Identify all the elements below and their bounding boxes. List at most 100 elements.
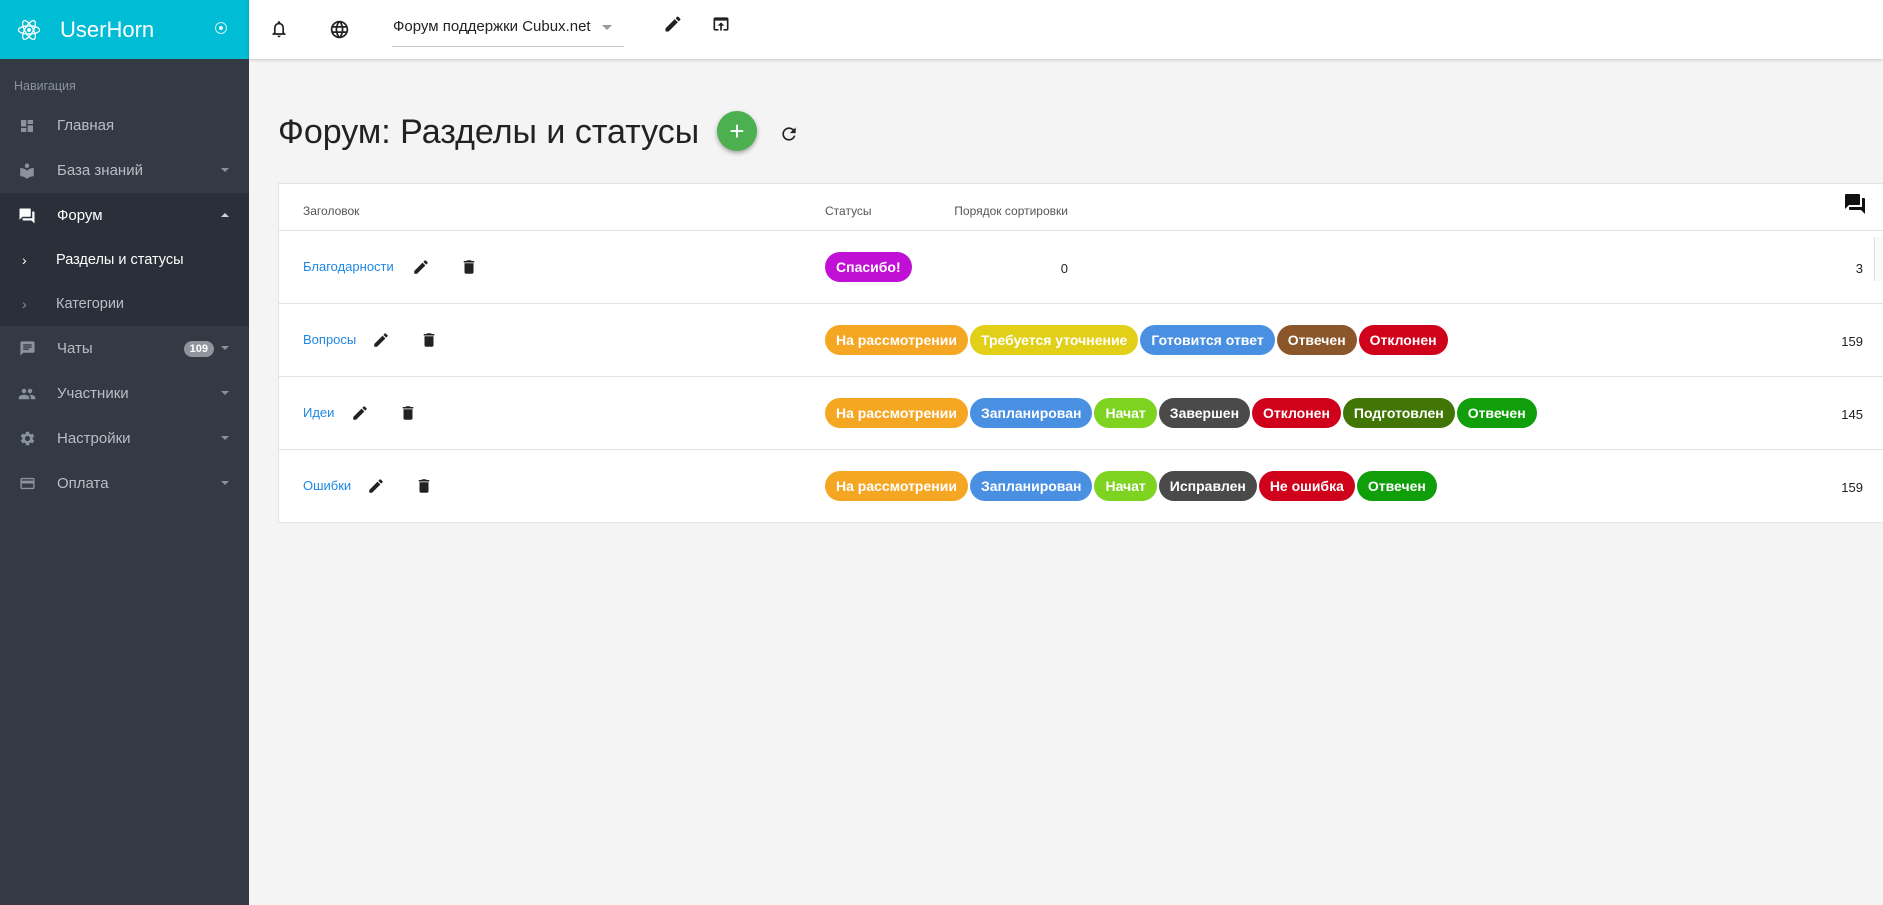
status-chip[interactable]: Начат: [1094, 398, 1157, 428]
credit-card-icon: [18, 475, 36, 493]
edit-icon[interactable]: [409, 255, 433, 279]
topics-icon: [1845, 194, 1865, 214]
chevron-right-icon: ›: [22, 296, 27, 312]
delete-icon[interactable]: [396, 401, 420, 425]
sidebar-item-label: Оплата: [57, 475, 109, 492]
people-icon: [18, 385, 36, 403]
sidebar-subitem-label: Категории: [56, 296, 125, 312]
section-name-link[interactable]: Ошибки: [303, 478, 352, 493]
edit-icon[interactable]: [369, 328, 393, 352]
refresh-icon[interactable]: [778, 123, 800, 145]
sidebar-item-label: Участники: [57, 385, 129, 402]
status-chip[interactable]: Требуется уточнение: [969, 325, 1139, 355]
column-header-title[interactable]: Заголовок: [303, 204, 360, 218]
edit-icon[interactable]: [364, 474, 388, 498]
status-chip[interactable]: Исправлен: [1158, 471, 1257, 501]
chevron-right-icon: ›: [22, 252, 27, 268]
topic-count: 159: [1841, 334, 1863, 349]
sidebar-item-home[interactable]: Главная: [0, 103, 249, 148]
topic-count: 145: [1841, 407, 1863, 422]
section-name-link[interactable]: Вопросы: [303, 332, 357, 347]
sidebar-item-knowledge-base[interactable]: База знаний: [0, 148, 249, 193]
chevron-down-icon: [221, 481, 229, 485]
sidebar-subitem-sections-statuses[interactable]: › Разделы и статусы: [0, 238, 249, 282]
chevron-down-icon: [221, 391, 229, 395]
topic-count: 3: [1855, 261, 1863, 276]
book-icon: [18, 162, 36, 180]
add-section-button[interactable]: +: [717, 111, 757, 151]
sidebar-item-forum[interactable]: Форум: [0, 193, 249, 238]
dropdown-arrow-icon: [602, 25, 612, 30]
status-chip[interactable]: Отклонен: [1252, 398, 1341, 428]
gear-icon: [18, 430, 36, 448]
scrollbar[interactable]: [1874, 237, 1883, 281]
brand-header: UserHorn: [0, 0, 249, 59]
status-chip[interactable]: Готовится ответ: [1140, 325, 1275, 355]
status-chip[interactable]: На рассмотрении: [825, 398, 968, 428]
sidebar-subitem-categories[interactable]: › Категории: [0, 282, 249, 326]
sidebar-item-label: Форум: [57, 207, 103, 224]
sidebar-item-label: Главная: [57, 117, 115, 134]
status-chip[interactable]: Отклонен: [1358, 325, 1448, 355]
sidebar-item-chats[interactable]: Чаты 109: [0, 326, 249, 371]
edit-icon[interactable]: [348, 401, 372, 425]
sidebar-subitem-label: Разделы и статусы: [56, 252, 184, 268]
section-name-link[interactable]: Благодарности: [303, 259, 394, 274]
delete-icon[interactable]: [457, 255, 481, 279]
status-chip[interactable]: Отвечен: [1356, 471, 1437, 501]
column-header-order[interactable]: Порядок сортировки: [954, 204, 1068, 218]
status-chips: На рассмотрении Запланирован Начат Завер…: [825, 398, 1539, 428]
open-external-icon[interactable]: [709, 12, 733, 36]
dashboard-icon: [18, 117, 36, 135]
status-chips: На рассмотрении Запланирован Начат Испра…: [825, 471, 1439, 501]
table-row: Благодарности 0 Спасибо! 3: [279, 231, 1883, 304]
status-chips: На рассмотрении Требуется уточнение Гото…: [825, 325, 1450, 355]
sidebar-toggle-icon[interactable]: [215, 22, 227, 34]
status-chip[interactable]: Отвечен: [1276, 325, 1357, 355]
chats-count-badge: 109: [183, 341, 214, 357]
delete-icon[interactable]: [412, 474, 436, 498]
table-row: Вопросы 0 На рассмотрении Требуется уточ…: [279, 304, 1883, 377]
chevron-up-icon: [221, 213, 229, 217]
status-chips: Спасибо!: [825, 252, 914, 282]
status-chip[interactable]: Запланирован: [969, 398, 1093, 428]
sidebar-item-settings[interactable]: Настройки: [0, 416, 249, 461]
status-chip[interactable]: Завершен: [1158, 398, 1251, 428]
react-logo-icon: [17, 19, 41, 40]
status-chip[interactable]: На рассмотрении: [825, 325, 968, 355]
status-chip[interactable]: Подготовлен: [1342, 398, 1455, 428]
sidebar-item-label: Чаты: [57, 340, 93, 357]
plus-icon: +: [729, 116, 745, 146]
app-name: UserHorn: [60, 16, 155, 42]
delete-icon[interactable]: [417, 328, 441, 352]
status-chip[interactable]: На рассмотрении: [825, 471, 968, 501]
status-chip[interactable]: Не ошибка: [1258, 471, 1355, 501]
chevron-down-icon: [221, 436, 229, 440]
section-name-link[interactable]: Идеи: [303, 405, 335, 420]
status-chip[interactable]: Отвечен: [1456, 398, 1537, 428]
edit-icon[interactable]: [661, 12, 685, 36]
status-chip[interactable]: Начат: [1094, 471, 1157, 501]
forum-select-value: Форум поддержки Cubux.net: [393, 18, 591, 35]
topbar: Форум поддержки Cubux.net: [249, 0, 1883, 59]
chevron-down-icon: [221, 346, 229, 350]
chat-icon: [18, 340, 36, 358]
page-title: Форум: Разделы и статусы: [278, 113, 700, 151]
sidebar-nav: Главная База знаний Форум › Разделы и ст…: [0, 103, 249, 506]
sidebar-item-payment[interactable]: Оплата: [0, 461, 249, 506]
chevron-down-icon: [221, 168, 229, 172]
column-header-statuses: Статусы: [825, 204, 872, 218]
globe-icon[interactable]: [327, 17, 351, 41]
status-chip[interactable]: Спасибо!: [825, 252, 912, 282]
sections-table: Заголовок Порядок сортировки Статусы Бла…: [278, 183, 1883, 523]
table-row: Идеи 0 На рассмотрении Запланирован Нача…: [279, 377, 1883, 450]
status-chip[interactable]: Запланирован: [969, 471, 1093, 501]
table-row: Ошибки 0 На рассмотрении Запланирован На…: [279, 450, 1883, 523]
sidebar-item-label: Настройки: [57, 430, 131, 447]
sidebar: UserHorn Навигация Главная База знаний Ф…: [0, 0, 249, 905]
sidebar-item-label: База знаний: [57, 162, 143, 179]
forum-select[interactable]: Форум поддержки Cubux.net: [392, 14, 624, 47]
sort-order-value: 0: [1060, 261, 1068, 276]
bell-icon[interactable]: [267, 17, 291, 41]
sidebar-item-members[interactable]: Участники: [0, 371, 249, 416]
